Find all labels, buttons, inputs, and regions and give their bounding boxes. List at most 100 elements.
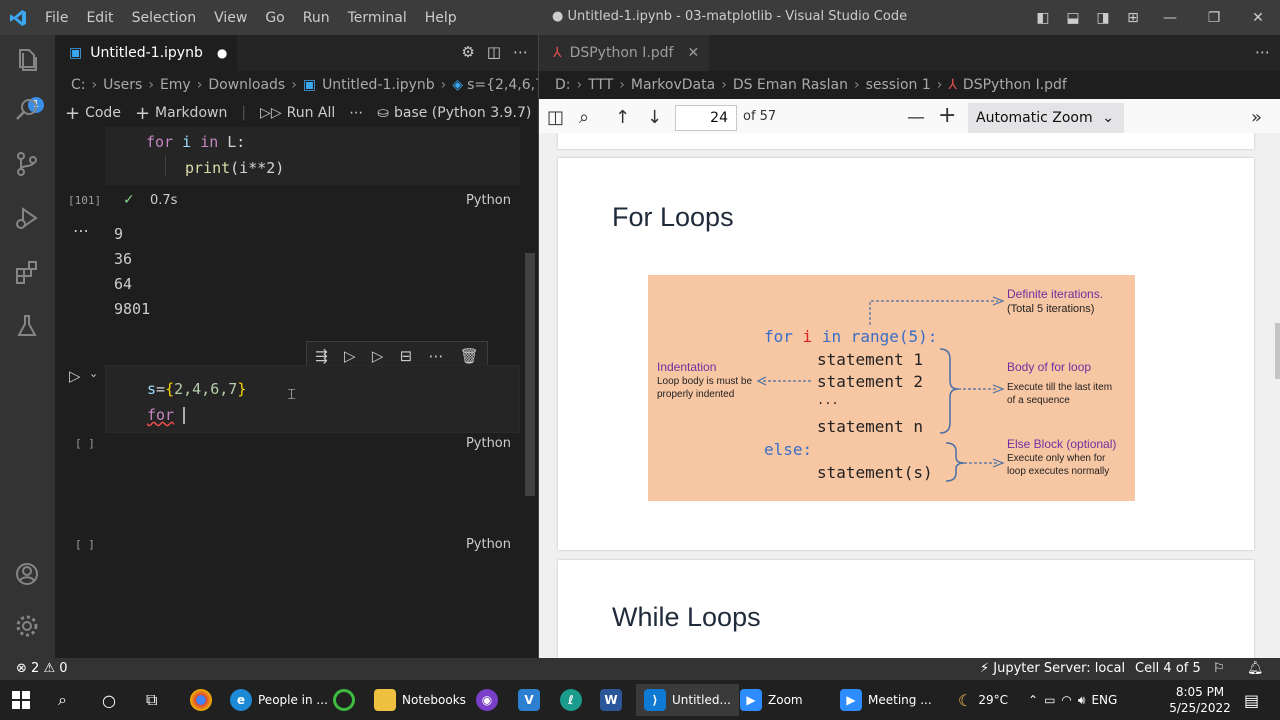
run-all-button[interactable]: ▷▷Run All (260, 105, 336, 121)
volume-icon[interactable]: 🔊︎ (1077, 692, 1086, 707)
cell-position[interactable]: Cell 4 of 5 (1135, 661, 1201, 676)
taskbar-search-icon[interactable]: ⌕ (58, 690, 67, 709)
breadcrumb-item[interactable]: TTT (588, 77, 614, 93)
more-toolbar-icon[interactable]: ⋯ (349, 105, 364, 121)
clock[interactable]: 8:05 PM 5/25/2022 (1168, 684, 1232, 716)
menu-terminal[interactable]: Terminal (347, 9, 407, 26)
notifications-bell-icon[interactable]: 🔔︎ (1247, 661, 1264, 676)
menu-selection[interactable]: Selection (131, 9, 197, 26)
breadcrumb-item[interactable]: Untitled-1.ipynb (322, 77, 435, 93)
more-actions-icon[interactable]: ⋯ (1255, 43, 1270, 61)
code-cell-active[interactable]: s={2,4,6,7} for (105, 365, 520, 433)
run-options-chevron-icon[interactable]: ⌄ (89, 367, 99, 380)
zoom-out-icon[interactable]: — (907, 107, 925, 128)
taskbar-app-vscode[interactable]: ⟩Untitled... (636, 684, 739, 716)
toggle-secondary-sidebar-icon[interactable]: ◨ (1096, 9, 1110, 26)
zoom-in-icon[interactable]: + (938, 103, 957, 128)
cell-language[interactable]: Python (465, 537, 511, 552)
extensions-icon[interactable] (12, 259, 42, 289)
testing-icon[interactable] (12, 313, 42, 343)
toggle-sidebar-icon[interactable]: ◧ (1036, 9, 1050, 26)
network-icon[interactable]: ▭ (1044, 693, 1056, 707)
menu-go[interactable]: Go (265, 9, 285, 26)
menu-edit[interactable]: Edit (86, 9, 114, 26)
temperature[interactable]: 29°C (978, 693, 1008, 707)
breadcrumb-item[interactable]: MarkovData (630, 77, 716, 93)
add-code-cell-button[interactable]: +Code (65, 102, 121, 124)
add-markdown-cell-button[interactable]: +Markdown (134, 102, 228, 124)
explorer-icon[interactable] (12, 47, 42, 77)
breadcrumb-item[interactable]: Users (103, 77, 143, 93)
execute-above-icon[interactable]: ▷ (344, 347, 356, 365)
windows-start-icon[interactable] (12, 688, 30, 712)
cortana-icon[interactable]: ○ (102, 690, 116, 710)
menu-run[interactable]: Run (302, 9, 330, 26)
toggle-sidebar-icon[interactable]: ◫ (547, 107, 565, 128)
zoom-select[interactable]: Automatic Zoom⌄ (968, 103, 1124, 133)
taskbar-app-meeting[interactable]: ▶Meeting ... (840, 688, 932, 712)
previous-page-icon[interactable]: ↑ (615, 107, 631, 128)
next-page-icon[interactable]: ↓ (647, 107, 663, 128)
keyboard-language[interactable]: ENG (1091, 693, 1118, 707)
chrome-icon[interactable] (190, 688, 212, 712)
run-cell-icon[interactable]: ▷ (69, 367, 81, 385)
cell-language[interactable]: Python (465, 436, 511, 451)
cell-more-icon[interactable]: ⋯ (428, 347, 444, 365)
taskbar-app-notebooks[interactable]: Notebooks (374, 688, 466, 712)
kernel-picker[interactable]: ⛀base (Python 3.9.7) (377, 105, 532, 121)
close-tab-icon[interactable]: ✕ (687, 45, 700, 61)
jupyter-server-status[interactable]: ⚡ Jupyter Server: local (980, 661, 1126, 676)
task-view-icon[interactable]: ⧉ (146, 690, 158, 709)
taskbar-app-zoom[interactable]: ▶Zoom (740, 688, 803, 712)
settings-gear-icon[interactable] (12, 613, 42, 643)
breadcrumb-item[interactable]: DSPython I.pdf (962, 77, 1067, 93)
breadcrumb-item[interactable]: s={2,4,6,7} (467, 77, 538, 93)
menu-help[interactable]: Help (424, 9, 457, 26)
split-editor-icon[interactable]: ◫ (486, 43, 501, 61)
tray-chevron-up-icon[interactable]: ⌃ (1028, 693, 1039, 707)
delete-cell-icon[interactable]: 🗑 (459, 347, 479, 365)
tab-dspython-pdf[interactable]: ⅄ DSPython I.pdf ✕ (539, 35, 710, 71)
toggle-panel-icon[interactable]: ⬓ (1066, 9, 1080, 26)
run-by-line-icon[interactable]: ⇶ (315, 347, 328, 365)
menu-view[interactable]: View (214, 9, 248, 26)
restore-icon[interactable]: ❐ (1207, 9, 1221, 26)
execute-below-icon[interactable]: ▷ (371, 347, 384, 365)
breadcrumb-item[interactable]: C: (71, 77, 86, 93)
close-window-icon[interactable]: ✕ (1252, 9, 1264, 26)
notebook-scrollbar[interactable] (525, 253, 535, 496)
word-icon[interactable]: W (600, 688, 622, 712)
visual-studio-app-icon[interactable]: V (518, 688, 540, 712)
pdf-scrollbar[interactable] (1275, 323, 1280, 379)
breadcrumb-item[interactable]: DS Eman Raslan (732, 77, 848, 93)
search-icon[interactable] (12, 97, 42, 127)
tab-untitled-notebook[interactable]: ▣ Untitled-1.ipynb ● (55, 35, 238, 71)
spinner-app-icon[interactable] (333, 688, 355, 712)
breadcrumb-item[interactable]: Downloads (208, 77, 286, 93)
wifi-icon[interactable]: ◠ (1061, 693, 1072, 707)
cell-language[interactable]: Python (465, 193, 511, 208)
tools-menu-icon[interactable]: » (1251, 107, 1263, 128)
problems-indicator[interactable]: ⊗ 2 ⚠ 0 (16, 661, 68, 676)
minimize-icon[interactable]: — (1163, 9, 1177, 26)
accounts-icon[interactable] (12, 561, 42, 591)
feedback-icon[interactable]: ⚐ (1213, 661, 1225, 676)
code-cell-empty[interactable] (105, 467, 520, 555)
pdf-viewer[interactable]: For Loops Definite iterations. (Total 5 … (539, 133, 1280, 658)
menu-file[interactable]: File (45, 9, 69, 26)
notebook-settings-gear-icon[interactable]: ⚙ (461, 43, 475, 61)
action-center-icon[interactable]: ▤ (1244, 690, 1260, 710)
unsaved-dot-icon[interactable]: ● (216, 46, 228, 60)
weather-moon-icon[interactable]: ☾ (958, 690, 973, 710)
page-number-input[interactable]: 24 (675, 105, 737, 131)
customize-layout-icon[interactable]: ⊞ (1127, 9, 1139, 26)
code-cell-executed[interactable]: for i in L: print(i**2) (105, 127, 520, 185)
output-more-icon[interactable]: ⋯ (73, 221, 89, 240)
more-actions-icon[interactable]: ⋯ (513, 43, 528, 61)
breadcrumb-item[interactable]: session 1 (865, 77, 931, 93)
breadcrumb-item[interactable]: Emy (159, 77, 191, 93)
breadcrumb-item[interactable]: D: (555, 77, 571, 93)
find-icon[interactable]: ⌕ (579, 107, 590, 128)
podcast-app-icon[interactable]: ◉ (476, 688, 498, 712)
